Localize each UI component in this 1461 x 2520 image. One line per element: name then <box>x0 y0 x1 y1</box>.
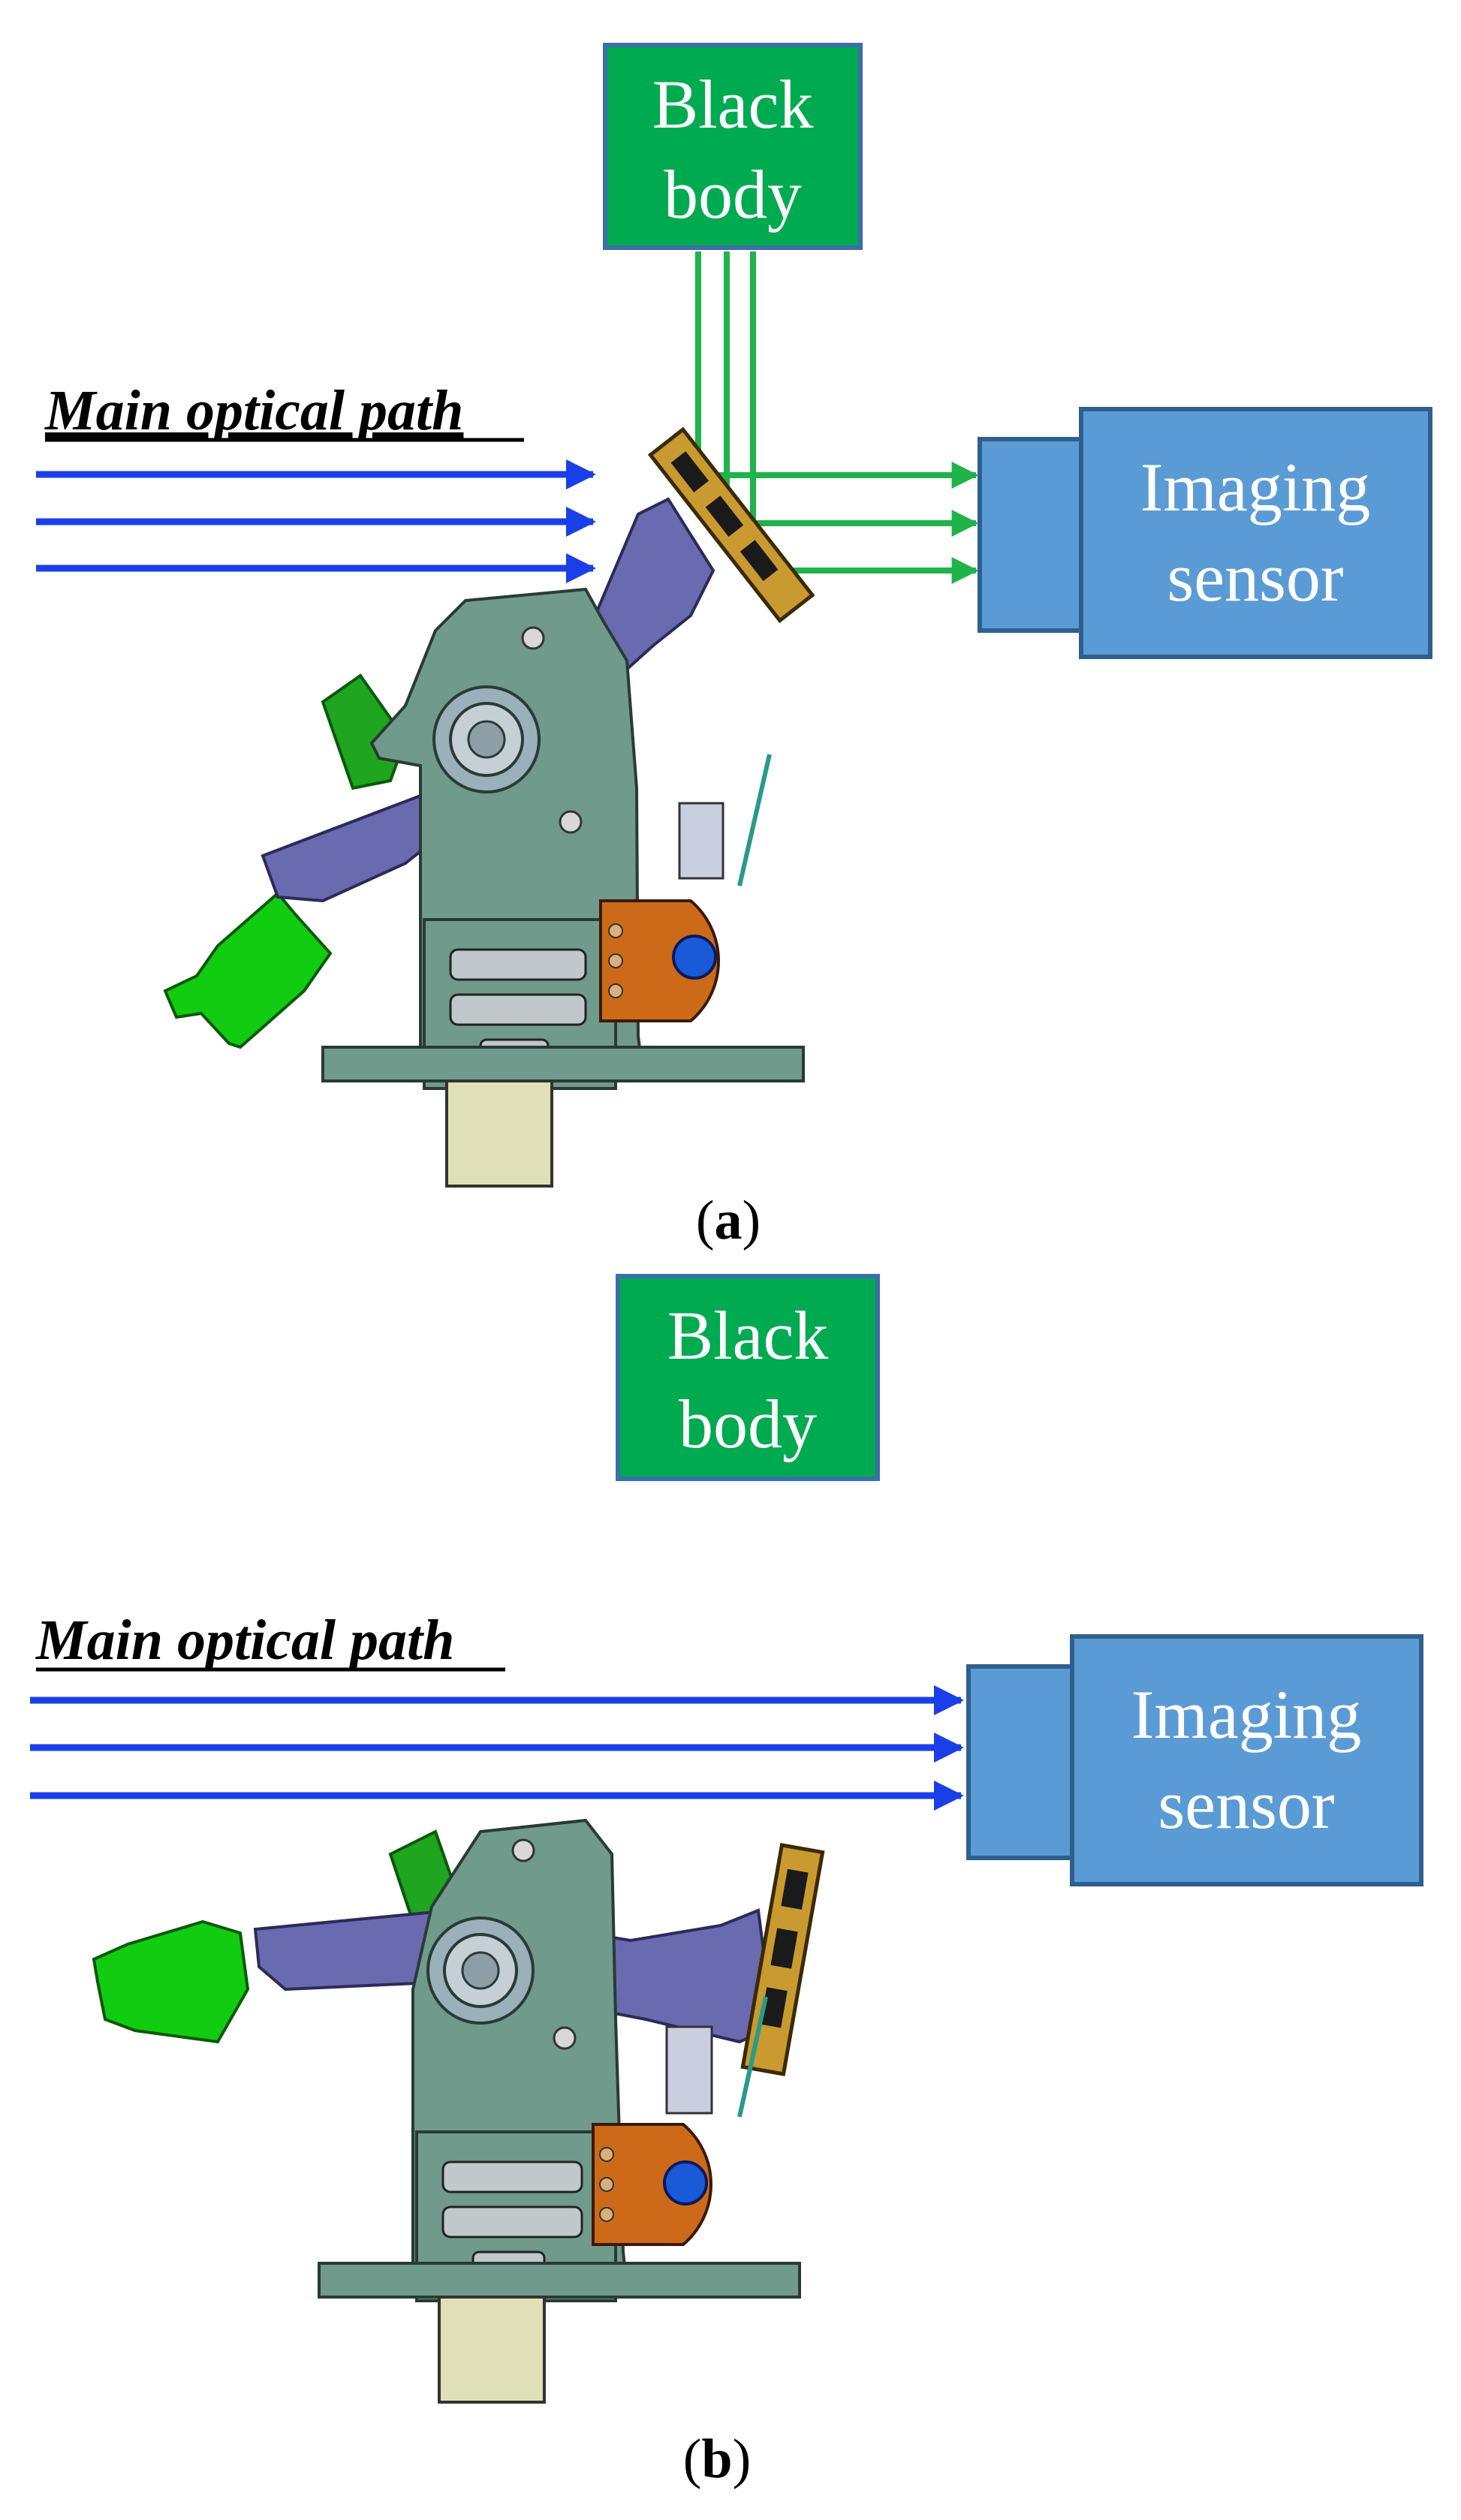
main-path-beam-b <box>30 1685 964 1811</box>
caption-a: (a) <box>696 1190 761 1251</box>
black-body-line2: body <box>679 1386 817 1462</box>
imaging-sensor-a: Imaging sensor <box>978 407 1432 659</box>
sensor-line2: sensor <box>1158 1766 1334 1843</box>
black-body-box-b: Black body <box>616 1274 880 1481</box>
main-optical-path-label-b: Main optical path <box>35 1609 454 1672</box>
panel-b: Black body Imaging sensor Main optical p… <box>30 1274 1423 2490</box>
panel-a: Black body Imaging sensor Main optical p… <box>36 43 1432 1251</box>
black-body-box-a: Black body <box>603 43 863 250</box>
main-path-beam-a <box>36 459 596 583</box>
black-body-line1: Black <box>652 66 814 143</box>
imaging-sensor-b: Imaging sensor <box>966 1634 1423 1886</box>
black-body-line2: body <box>664 156 802 233</box>
sensor-line1: Imaging <box>1131 1676 1362 1753</box>
scan-mechanism-a <box>163 426 815 1188</box>
sensor-line1: Imaging <box>1140 449 1371 525</box>
scan-mechanism-b <box>92 1818 825 2404</box>
sensor-line2: sensor <box>1167 539 1343 616</box>
black-body-line1: Black <box>667 1297 829 1374</box>
caption-b: (b) <box>683 2428 751 2490</box>
main-optical-path-label-a: Main optical path <box>44 379 463 442</box>
